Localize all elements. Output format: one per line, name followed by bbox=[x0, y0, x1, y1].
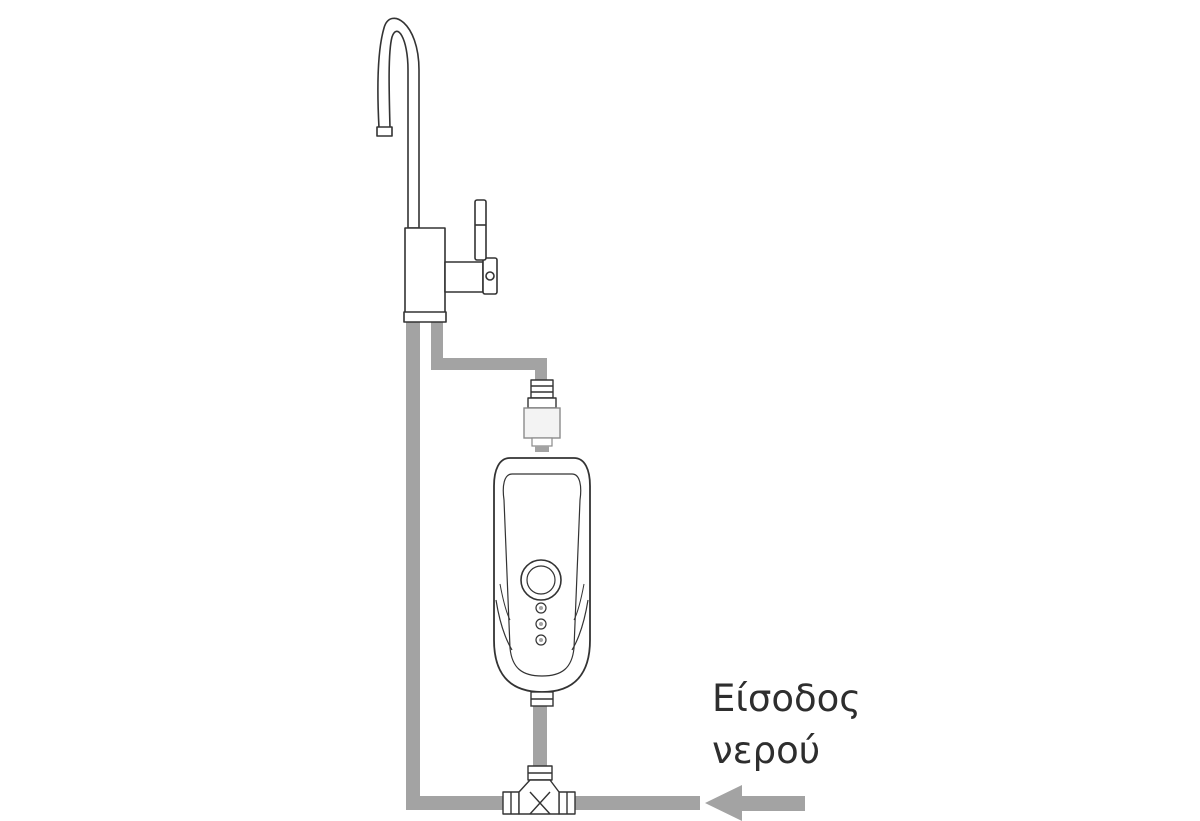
hot-water-pipe bbox=[431, 322, 547, 384]
heater-inlet-pipe bbox=[533, 700, 547, 772]
faucet bbox=[376, 17, 498, 323]
upper-fitting bbox=[527, 379, 557, 409]
lower-fitting bbox=[530, 691, 554, 707]
faucet-lever bbox=[474, 199, 487, 261]
inlet-arrow-icon bbox=[705, 785, 805, 821]
inlet-label-line1: Είσοδος bbox=[712, 677, 861, 720]
water-filter bbox=[523, 407, 561, 452]
faucet-spout bbox=[377, 17, 420, 229]
tee-connector bbox=[502, 765, 576, 815]
cold-water-pipe bbox=[406, 322, 700, 810]
inlet-label-line2: νερού bbox=[712, 729, 821, 772]
faucet-body bbox=[404, 227, 446, 315]
water-heater bbox=[493, 457, 591, 693]
